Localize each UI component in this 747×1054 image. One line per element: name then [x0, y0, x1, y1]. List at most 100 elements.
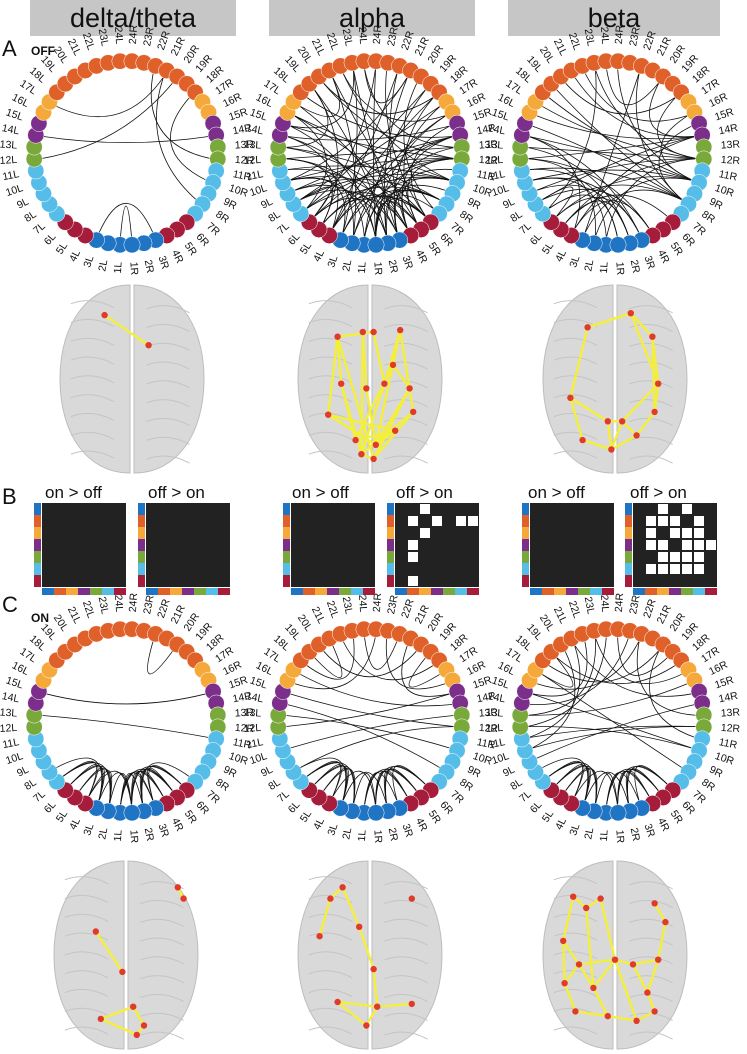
sulcus-line: [553, 1026, 598, 1035]
matrix-cell-significant: [682, 528, 692, 538]
node-label-24r: 24R: [127, 24, 140, 44]
connectogram-edge: [305, 637, 355, 680]
connectogram-edge: [332, 76, 357, 237]
connectogram-edge: [531, 640, 588, 697]
node-label-23r: 23R: [627, 26, 643, 48]
node-label-2l: 2L: [340, 259, 354, 273]
matrix-band-left: [625, 539, 632, 551]
brain-right-hemisphere: [371, 860, 443, 1050]
brain-node: [363, 385, 370, 392]
brain-edge: [99, 1017, 139, 1037]
brain-c-beta: [542, 860, 688, 1050]
node-label-9l: 9L: [259, 764, 275, 780]
node-label-14r: 14R: [476, 690, 498, 706]
connectogram-edge: [564, 194, 669, 224]
matrix-cell-significant: [658, 552, 668, 562]
brain-edge: [631, 958, 660, 966]
brain-node: [408, 895, 415, 902]
node-1r: [367, 804, 385, 822]
connectogram-edge: [527, 158, 650, 230]
matrix-band-bottom: [42, 588, 54, 595]
connectogram-edge: [528, 637, 629, 705]
matrix-cell-significant: [468, 516, 478, 526]
connectogram-edge: [584, 189, 683, 234]
connectogram-edge: [649, 650, 696, 738]
node-label-1r: 1R: [127, 261, 140, 276]
node-label-3l: 3L: [81, 254, 96, 269]
matrix-band-left: [138, 503, 145, 515]
brain-node: [327, 895, 334, 902]
brain-edge: [621, 420, 638, 437]
node-1r: [609, 236, 627, 254]
connectogram-edge: [285, 715, 451, 749]
node-label-8l: 8L: [22, 208, 39, 225]
brain-edge: [621, 382, 660, 423]
sulcus-line: [384, 881, 428, 890]
brain-c-delta-theta: [53, 860, 199, 1050]
brain-edge: [613, 958, 638, 1022]
brain-node: [633, 432, 640, 439]
node-label-9r: 9R: [707, 764, 725, 781]
brain-node: [584, 324, 591, 331]
brain-edge: [103, 313, 150, 347]
brain-edge: [569, 326, 589, 399]
connectogram-edge: [342, 72, 451, 181]
matrix-cell-significant: [408, 576, 418, 586]
brain-edges: [562, 895, 667, 1022]
brain-edge: [391, 363, 411, 390]
sulcus-line: [384, 399, 428, 408]
node-label-4l: 4L: [553, 248, 569, 264]
matrix-band-bottom: [327, 588, 339, 595]
connectogram-edge: [313, 644, 343, 678]
connectogram-edge: [293, 184, 376, 238]
node-label-22l: 22L: [80, 31, 97, 52]
node-label-4l: 4L: [67, 816, 83, 832]
brain-node: [356, 923, 363, 930]
connectogram-edge: [528, 725, 697, 738]
matrix-band-left: [387, 539, 394, 551]
node-label-12l: 12L: [485, 722, 503, 735]
connectogram-edge: [535, 115, 696, 140]
connectogram-edge: [293, 136, 454, 191]
matrix-band-bottom: [407, 588, 419, 595]
node-label-15r: 15R: [227, 106, 249, 124]
matrix-band-left: [283, 563, 290, 575]
matrix-delta-off-gt-on: [138, 503, 230, 595]
node-label-4l: 4L: [67, 248, 83, 264]
brain-nodes: [316, 884, 415, 1029]
node-label-10l: 10L: [4, 182, 25, 199]
matrix-band-bottom: [66, 588, 78, 595]
brain-node: [370, 328, 377, 336]
brain-nodes: [92, 884, 187, 1039]
matrix-band-left: [34, 563, 41, 575]
node-label-9l: 9L: [501, 196, 517, 212]
node-label-1r: 1R: [613, 261, 626, 276]
matrix-band-left: [138, 527, 145, 539]
node-label-14l: 14L: [1, 690, 21, 705]
node-label-4r: 4R: [413, 816, 430, 834]
matrix-band-left: [283, 551, 290, 563]
matrix-band-left: [522, 563, 529, 575]
node-label-4r: 4R: [655, 248, 672, 266]
node-label-12r: 12R: [234, 154, 254, 167]
matrix-beta-on-gt-off: [522, 503, 614, 595]
node-label-2r: 2R: [142, 259, 156, 275]
matrix-band-bottom: [431, 588, 443, 595]
matrix-background: [633, 503, 717, 587]
connectogram-edge: [120, 205, 132, 238]
brain-node: [174, 884, 181, 891]
connectogram-edge: [564, 82, 677, 115]
header-alpha: alpha: [269, 0, 475, 36]
brain-left-hemisphere: [542, 860, 614, 1050]
connectogram-edge: [634, 765, 669, 802]
matrix-band-left: [34, 575, 41, 587]
connectogram-edge: [386, 147, 455, 237]
node-label-12l: 12L: [243, 722, 261, 735]
sulcus-line: [64, 1007, 109, 1016]
node-label-15r: 15R: [227, 674, 249, 692]
connectogram-edge: [403, 82, 435, 210]
connectogram-edge: [528, 644, 581, 738]
brain-a-delta-theta: [59, 284, 205, 474]
brain-edge: [562, 939, 566, 985]
matrix-cell-significant: [646, 540, 656, 550]
